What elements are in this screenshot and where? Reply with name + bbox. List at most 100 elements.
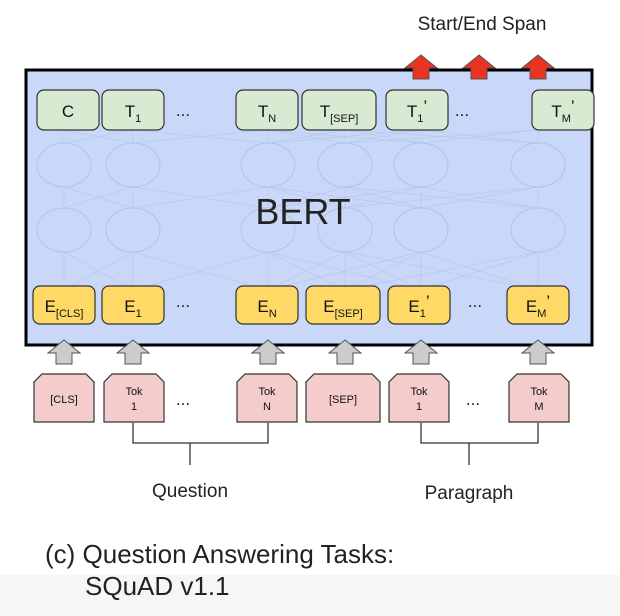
output-row: C T1 TN T[SEP] T1’ TM’	[36, 89, 595, 131]
output-token-box	[36, 89, 100, 131]
gray-input-arrow	[520, 339, 556, 365]
ellipses: ..................	[176, 101, 482, 409]
gray-input-arrow	[250, 339, 286, 365]
hidden-edge	[344, 251, 539, 291]
output-token-box	[235, 89, 299, 131]
embedding-box	[305, 285, 381, 325]
hidden-edge	[420, 186, 539, 209]
embedding-box	[235, 285, 299, 325]
output-token-label: TM’	[551, 97, 574, 125]
embedding-label: E[CLS]	[45, 297, 84, 320]
output-token: C	[36, 89, 100, 131]
ellipsis: ...	[176, 390, 190, 409]
input-token-box	[33, 373, 95, 423]
output-token: TM’	[531, 89, 595, 131]
output-token: T1’	[385, 89, 449, 131]
gray-input-arrow	[403, 339, 439, 365]
input-token-label: Tok	[410, 386, 428, 398]
output-token: T1	[101, 89, 165, 131]
output-token-box	[101, 89, 165, 131]
paragraph-bracket	[420, 423, 539, 444]
input-token-label: [SEP]	[329, 394, 357, 406]
group-brackets	[132, 423, 539, 465]
input-token-label: Tok	[530, 386, 548, 398]
hidden-edge	[344, 129, 422, 144]
caption-line1: (c) Question Answering Tasks:	[45, 539, 395, 569]
input-token-index: M	[534, 401, 543, 413]
input-token-box	[508, 373, 570, 423]
embedding-label: E1	[124, 297, 141, 320]
hidden-edge	[63, 186, 134, 209]
hidden-edge	[267, 251, 346, 291]
output-token-box	[385, 89, 449, 131]
output-token: T[SEP]	[301, 89, 377, 131]
embedding-label: EM’	[526, 292, 550, 320]
input-token-box	[103, 373, 165, 423]
embedding: E[SEP]	[305, 285, 381, 325]
hidden-edge	[267, 186, 422, 209]
ellipsis: ...	[466, 390, 480, 409]
embedding-row: E[CLS] E1 EN E[SEP] E1’ EM’	[32, 285, 570, 325]
output-token-label: T1	[125, 102, 142, 125]
red-output-arrow	[461, 54, 497, 80]
red-output-arrow	[403, 54, 439, 80]
hidden-edge	[132, 129, 269, 144]
ellipsis: ...	[176, 292, 190, 311]
gray-input-arrow	[327, 339, 363, 365]
input-token-index: 1	[416, 401, 422, 413]
hidden-edge	[267, 186, 346, 209]
input-token-index: N	[263, 401, 271, 413]
output-token-label: T[SEP]	[320, 102, 359, 125]
question-bracket	[132, 423, 269, 444]
output-token-label: TN	[258, 102, 276, 125]
hidden-edge	[267, 129, 346, 144]
gray-input-arrow	[115, 339, 151, 365]
input-token-label: Tok	[258, 386, 276, 398]
output-label: Start/End Span	[418, 14, 547, 35]
output-token-label: T1’	[407, 97, 427, 125]
hidden-edge	[132, 186, 269, 209]
embedding: E1’	[387, 285, 451, 325]
output-token-box	[301, 89, 377, 131]
embedding: EN	[235, 285, 299, 325]
output-token-label: C	[62, 102, 74, 121]
paragraph-label: Paragraph	[425, 483, 514, 504]
hidden-edge	[344, 186, 539, 209]
hidden-edge	[344, 251, 422, 291]
embedding: E[CLS]	[32, 285, 96, 325]
output-token: TN	[235, 89, 299, 131]
input-token-box	[236, 373, 298, 423]
hidden-edge	[344, 186, 422, 209]
ellipsis: ...	[455, 101, 469, 120]
hidden-edge	[267, 251, 422, 291]
hidden-edge	[63, 129, 134, 144]
red-output-arrow	[520, 54, 556, 80]
embedding: E1	[101, 285, 165, 325]
ellipsis: ...	[468, 292, 482, 311]
input-token-label: Tok	[125, 386, 143, 398]
hidden-edge	[420, 129, 539, 144]
embedding-box	[32, 285, 96, 325]
embedding-box	[506, 285, 570, 325]
embedding: EM’	[506, 285, 570, 325]
question-label: Question	[152, 481, 228, 502]
input-token: Tok 1	[388, 373, 450, 423]
output-arrows	[403, 54, 556, 80]
input-token: [SEP]	[305, 373, 381, 423]
hidden-edge	[132, 251, 269, 291]
hidden-edge	[344, 129, 539, 144]
input-token-box	[388, 373, 450, 423]
input-token-label: [CLS]	[50, 394, 78, 406]
ellipsis: ...	[176, 101, 190, 120]
input-arrows	[46, 339, 556, 365]
embedding-label: E[SEP]	[323, 297, 362, 320]
hidden-edge	[267, 129, 422, 144]
bert-label: BERT	[255, 191, 350, 232]
gray-input-arrow	[46, 339, 82, 365]
output-token-box	[531, 89, 595, 131]
hidden-layers	[36, 129, 566, 291]
